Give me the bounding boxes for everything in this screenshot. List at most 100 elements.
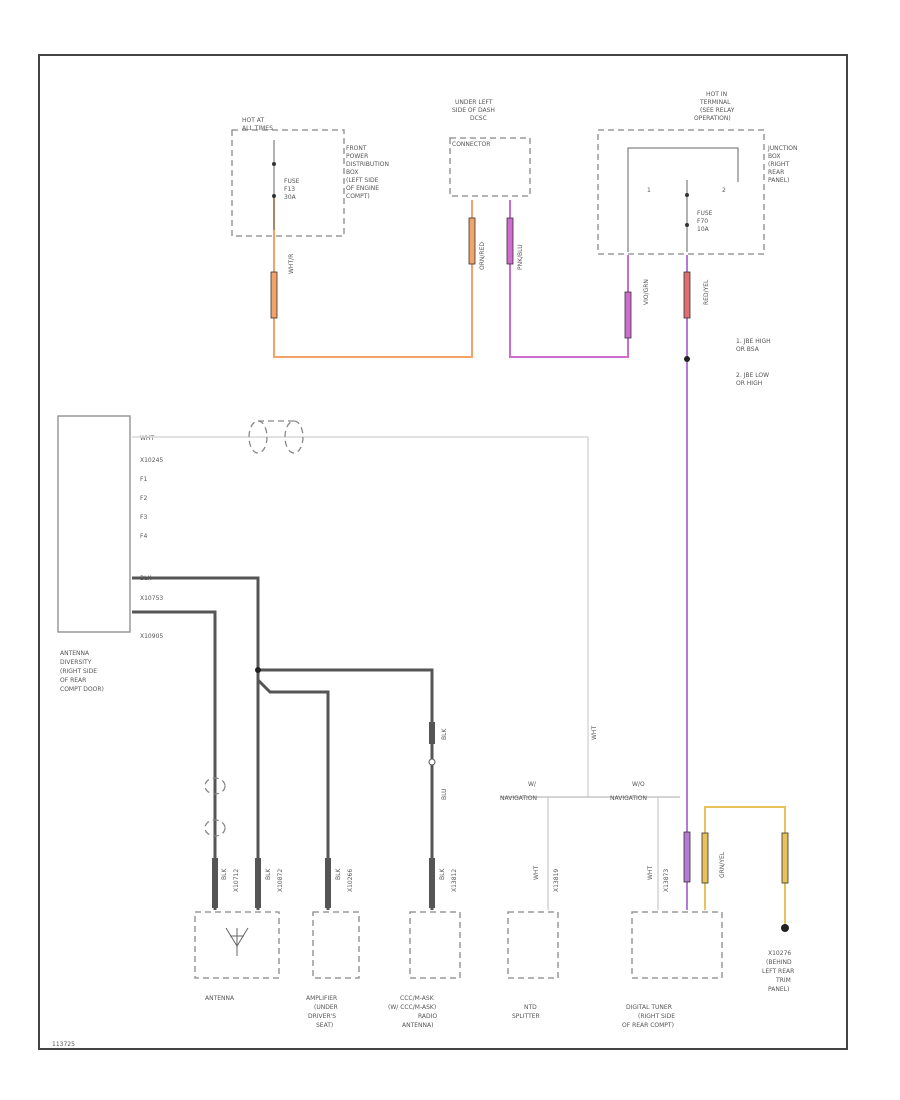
wire-label-jb-left: VIO/GRN: [643, 279, 650, 305]
svg-text:OPERATION): OPERATION): [694, 115, 731, 122]
svg-text:ANTENNA): ANTENNA): [402, 1022, 433, 1029]
svg-text:(UNDER: (UNDER: [314, 1004, 338, 1011]
svg-text:WHT: WHT: [647, 866, 654, 880]
under-dash-label: UNDER LEFT SIDE OF DASH DCSC: [452, 99, 495, 122]
legend: 1. JBE HIGH OR BSA 2. JBE LOW OR HIGH: [736, 338, 771, 387]
amplifier-label: AMPLIFIER (UNDER DRIVER'S SEAT): [306, 995, 338, 1029]
svg-text:TRIM: TRIM: [775, 977, 791, 984]
svg-text:JUNCTION: JUNCTION: [767, 145, 797, 152]
ground-label: X10276 (BEHIND LEFT REAR TRIM PANEL): [762, 950, 794, 993]
pin-label-x10: X10753: [140, 595, 163, 602]
svg-text:DISTRIBUTION: DISTRIBUTION: [346, 161, 389, 168]
svg-text:(RIGHT SIDE: (RIGHT SIDE: [638, 1013, 675, 1020]
bottom-pin-labels: BLK X10712 BLK X10872 BLK X10266 BLK X13…: [221, 851, 726, 892]
svg-text:AMPLIFIER: AMPLIFIER: [306, 995, 337, 1002]
wire-black: [132, 576, 434, 910]
svg-text:OF REAR: OF REAR: [60, 677, 86, 684]
ccc-radio-component: [409, 911, 461, 979]
pin-label-0: X10245: [140, 457, 163, 464]
svg-text:OF REAR COMPT): OF REAR COMPT): [622, 1022, 674, 1029]
antenna-icon: [225, 927, 249, 956]
diagram-frame: [38, 54, 848, 1050]
pin-label-x2: X10905: [140, 633, 163, 640]
svg-text:PANEL): PANEL): [768, 986, 789, 993]
fuse-f13-1: FUSE: [284, 178, 300, 185]
svg-text:POWER: POWER: [346, 153, 368, 160]
svg-text:X13812: X13812: [451, 869, 458, 892]
svg-text:UNDER LEFT: UNDER LEFT: [455, 99, 493, 106]
svg-text:DIGITAL TUNER: DIGITAL TUNER: [626, 1004, 672, 1011]
junction-box: [597, 129, 765, 255]
ccc-radio-label: CCC/M-ASK (W/ CCC/M-ASK) RADIO ANTENNA): [388, 995, 437, 1029]
digital-tuner-label: DIGITAL TUNER (RIGHT SIDE OF REAR COMPT): [622, 1004, 675, 1029]
front-power-box-label: FRONT POWER DISTRIBUTION BOX (LEFT SIDE …: [346, 145, 389, 200]
dash-connector-box: [449, 137, 531, 197]
svg-text:DRIVER'S: DRIVER'S: [308, 1013, 336, 1020]
svg-text:PANEL): PANEL): [768, 177, 789, 184]
svg-text:(W/ CCC/M-ASK): (W/ CCC/M-ASK): [388, 1004, 436, 1011]
digital-tuner-component: [631, 911, 723, 979]
relay-pin-1: 1: [647, 187, 651, 194]
splice-dot-black: [255, 667, 261, 673]
wire-label-jb-right: RED/YEL: [703, 279, 710, 305]
svg-text:DCSC: DCSC: [470, 115, 487, 122]
w-nav-2: NAVIGATION: [500, 795, 537, 802]
hot-terminal-label: HOT IN TERMINAL (SEE RELAY OPERATION): [694, 91, 735, 122]
svg-text:BLK: BLK: [221, 868, 228, 880]
svg-text:X13873: X13873: [663, 869, 670, 892]
svg-text:COMPT DOOR): COMPT DOOR): [60, 686, 104, 693]
ground-dot: [781, 924, 789, 932]
svg-text:NTD: NTD: [524, 1004, 537, 1011]
pin-label-wht: WHT: [140, 435, 154, 442]
fuse-f70-3: 10A: [697, 226, 710, 233]
svg-text:OR HIGH: OR HIGH: [736, 380, 762, 387]
svg-text:OR BSA: OR BSA: [736, 346, 760, 353]
svg-text:X10872: X10872: [277, 869, 284, 892]
shield-symbol-2: [204, 777, 226, 837]
wire-yellow: [701, 806, 789, 932]
svg-text:(LEFT SIDE: (LEFT SIDE: [346, 177, 379, 184]
w-nav-1: W/: [528, 781, 537, 788]
svg-text:DIVERSITY: DIVERSITY: [60, 659, 92, 666]
relay-pin-2: 2: [722, 187, 726, 194]
shield-symbol: [248, 420, 304, 454]
wire-orange: [270, 196, 476, 358]
svg-text:X10276: X10276: [768, 950, 791, 957]
fuse-f13-3: 30A: [284, 194, 297, 201]
wire-violet: [683, 255, 691, 910]
connector-stubs: [212, 858, 435, 908]
svg-text:BLK: BLK: [335, 868, 342, 880]
svg-text:RADIO: RADIO: [418, 1013, 437, 1020]
svg-text:OF ENGINE: OF ENGINE: [346, 185, 379, 192]
pin-label-1: F1: [140, 476, 147, 483]
svg-text:(BEHIND: (BEHIND: [766, 959, 792, 966]
wire-label-wht-v: WHT: [591, 726, 598, 740]
svg-text:X10266: X10266: [347, 869, 354, 892]
fuse-f70-1: FUSE: [697, 210, 713, 217]
antenna-diversity-module: [57, 415, 131, 633]
svg-text:SIDE OF DASH: SIDE OF DASH: [452, 107, 495, 114]
footer-code: 113725: [52, 1041, 75, 1048]
wire-label-blk-v: BLK: [441, 728, 448, 740]
svg-text:COMPT): COMPT): [346, 193, 370, 200]
svg-text:ANTENNA: ANTENNA: [60, 650, 90, 657]
connector-label: CONNECTOR: [452, 141, 490, 148]
hot-label-1: HOT AT: [242, 117, 264, 124]
wire-white: [132, 436, 589, 797]
amplifier-component: [312, 911, 360, 979]
svg-text:BOX: BOX: [768, 153, 780, 160]
wire-label-f13: WHT/R: [288, 254, 295, 274]
wo-nav-2: NAVIGATION: [610, 795, 647, 802]
svg-text:CCC/M-ASK: CCC/M-ASK: [400, 995, 435, 1002]
svg-text:1. JBE HIGH: 1. JBE HIGH: [736, 338, 771, 345]
pin-label-4: F4: [140, 533, 147, 540]
antenna-diversity-label: ANTENNA DIVERSITY (RIGHT SIDE OF REAR CO…: [60, 650, 104, 693]
svg-text:SPLITTER: SPLITTER: [512, 1013, 540, 1020]
pin-label-3: F3: [140, 514, 147, 521]
hot-label-2: ALL TIMES: [242, 125, 273, 132]
wo-nav-1: W/O: [632, 781, 645, 788]
fuse-f70-2: F70: [697, 218, 708, 225]
svg-text:WHT: WHT: [533, 866, 540, 880]
svg-text:TERMINAL: TERMINAL: [699, 99, 731, 106]
